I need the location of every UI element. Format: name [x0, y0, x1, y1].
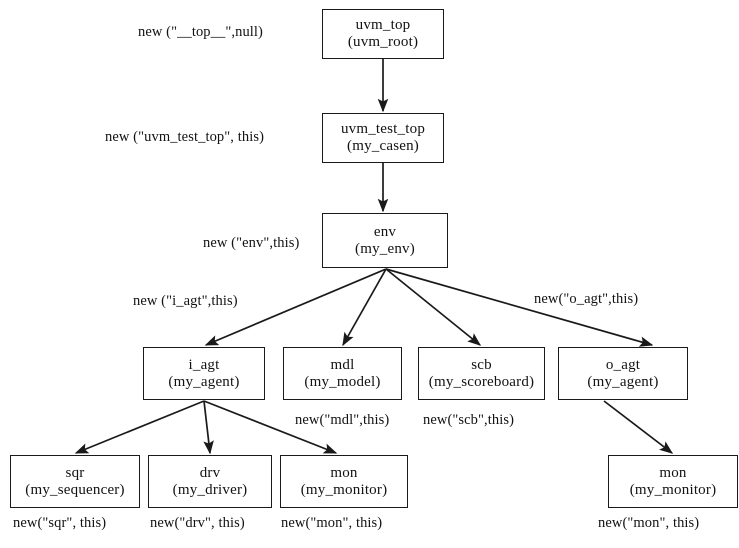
node-name-mon_o: mon — [659, 464, 687, 481]
node-name-uvm_top: uvm_top — [355, 17, 411, 34]
node-box-o_agt[interactable]: o_agt(my_agent) — [558, 347, 688, 400]
node-name-env: env — [373, 223, 397, 240]
node-type-env: (my_env) — [355, 240, 415, 257]
node-name-mon_i: mon — [330, 464, 358, 481]
node-box-scb[interactable]: scb(my_scoreboard) — [418, 347, 545, 400]
label-mon-i: new("mon", this) — [281, 515, 383, 531]
node-type-o_agt: (my_agent) — [587, 373, 659, 390]
node-box-i_agt[interactable]: i_agt(my_agent) — [143, 347, 265, 400]
node-box-env[interactable]: env(my_env) — [322, 213, 448, 268]
node-box-sqr[interactable]: sqr(my_sequencer) — [10, 455, 140, 508]
label-env: new ("env",this) — [203, 235, 300, 251]
node-name-drv: drv — [199, 464, 221, 481]
edge-oagt-mon — [603, 400, 674, 454]
node-name-mdl: mdl — [330, 356, 355, 373]
node-type-uvm_test_top: (my_casen) — [347, 138, 419, 154]
edges-group — [74, 59, 674, 455]
node-type-sqr: (my_sequencer) — [25, 481, 125, 498]
edge-env-iagt — [204, 268, 387, 346]
node-type-scb: (my_scoreboard) — [428, 373, 535, 390]
node-name-o_agt: o_agt — [605, 356, 641, 373]
node-name-uvm_test_top: uvm_test_top — [340, 121, 426, 138]
node-name-sqr: sqr — [65, 464, 85, 481]
label-top: new ("__top__",null) — [138, 24, 263, 40]
node-type-mdl: (my_model) — [304, 373, 381, 390]
edge-env-scb — [385, 268, 482, 346]
node-box-mdl[interactable]: mdl(my_model) — [283, 347, 402, 400]
label-drv: new("drv", this) — [150, 515, 245, 531]
node-type-mon_i: (my_monitor) — [300, 481, 388, 498]
node-box-uvm_test_top[interactable]: uvm_test_top(my_casen) — [322, 113, 444, 163]
edge-iagt-mon — [203, 400, 338, 454]
label-test-top: new ("uvm_test_top", this) — [105, 129, 265, 145]
node-box-uvm_top[interactable]: uvm_top(uvm_root) — [322, 9, 444, 59]
edge-iagt-drv — [203, 400, 214, 455]
node-type-mon_o: (my_monitor) — [629, 481, 717, 498]
label-sqr: new("sqr", this) — [13, 515, 107, 531]
node-type-i_agt: (my_agent) — [168, 373, 240, 390]
label-scb: new("scb",this) — [423, 412, 515, 428]
node-box-mon_o[interactable]: mon(my_monitor) — [608, 455, 738, 508]
label-o-agt: new("o_agt",this) — [534, 291, 639, 307]
edge-env-oagt — [385, 268, 654, 347]
node-name-i_agt: i_agt — [188, 356, 220, 373]
edge-env-mdl — [342, 268, 387, 347]
node-box-mon_i[interactable]: mon(my_monitor) — [280, 455, 408, 508]
label-i-agt: new ("i_agt",this) — [133, 293, 238, 309]
label-mon-o: new("mon", this) — [598, 515, 700, 531]
node-name-scb: scb — [471, 356, 492, 373]
node-type-uvm_top: (uvm_root) — [347, 34, 419, 50]
node-type-drv: (my_driver) — [172, 481, 248, 498]
edge-iagt-sqr — [74, 400, 205, 454]
node-box-drv[interactable]: drv(my_driver) — [148, 455, 272, 508]
label-mdl: new("mdl",this) — [295, 412, 390, 428]
